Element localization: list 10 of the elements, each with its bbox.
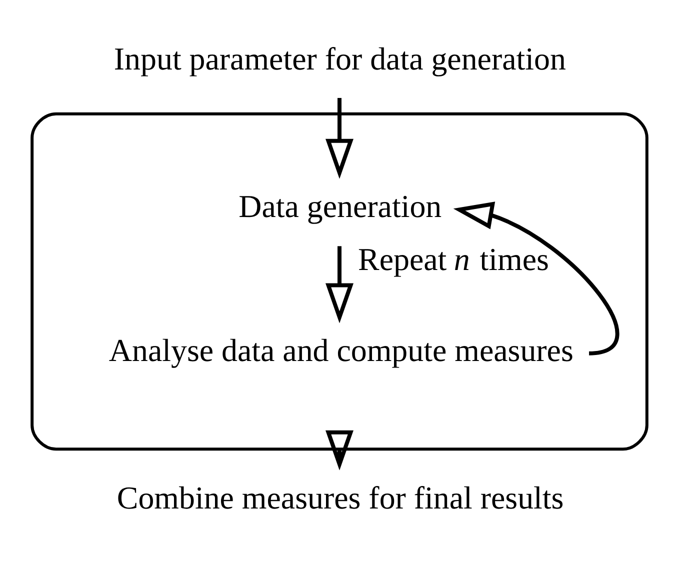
edge-label: Repeat n times (358, 242, 549, 277)
arrow (326, 430, 354, 470)
arrow (326, 246, 354, 324)
node-text: Combine measures for final results (116, 480, 564, 516)
arrow (453, 202, 620, 356)
node-text: Analyse data and compute measures (108, 332, 574, 368)
node-text: Data generation (238, 189, 442, 224)
cluster (30, 112, 648, 451)
arrow (326, 98, 354, 179)
node-text: Input parameter for data generation (114, 42, 566, 76)
